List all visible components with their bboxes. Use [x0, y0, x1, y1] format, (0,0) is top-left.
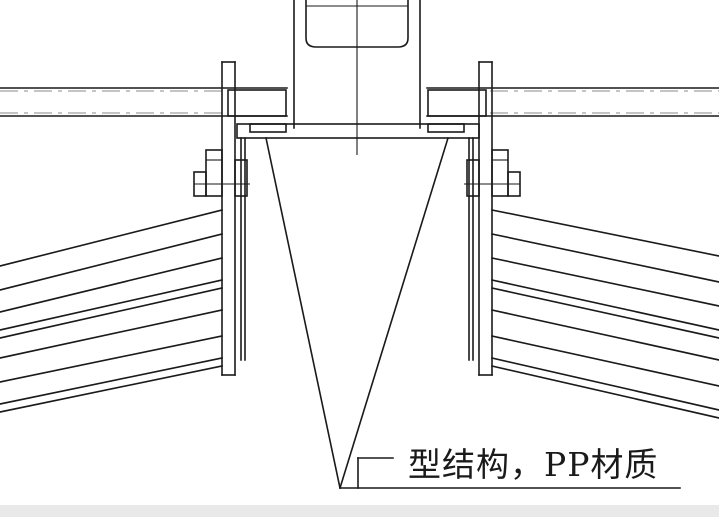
bottom-bar	[0, 505, 719, 517]
purlin-left	[0, 209, 223, 413]
upper-beam-left	[0, 87, 288, 117]
gutter-funnel	[265, 136, 681, 490]
purlin-right	[491, 209, 719, 419]
right-flange	[468, 61, 493, 376]
leader-mark	[357, 457, 394, 489]
upper-beam-right	[426, 87, 719, 117]
left-flange	[221, 61, 246, 376]
bolt-left	[193, 149, 250, 197]
annotation-label: 型结构，PP材质	[408, 445, 659, 484]
bolt-right	[464, 149, 521, 197]
